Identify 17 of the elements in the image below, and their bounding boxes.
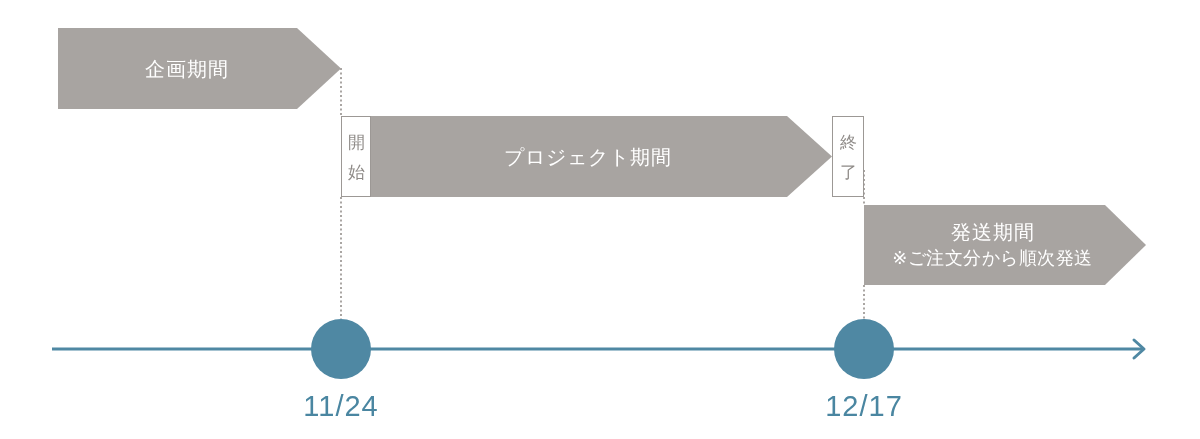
band-label: プロジェクト期間	[504, 143, 672, 170]
marker-tag	[832, 116, 864, 197]
milestone-dot	[834, 319, 894, 379]
milestone-dot	[311, 319, 371, 379]
arrow-band	[864, 205, 1146, 285]
arrow-band	[58, 28, 341, 109]
band-label: 企画期間	[144, 55, 229, 82]
dotted-guide-line	[863, 284, 865, 320]
marker-tag	[341, 116, 371, 197]
band-label: 発送期間	[950, 219, 1035, 245]
band-note: ※ご注文分から順次発送	[892, 246, 1093, 270]
date-label: 12/17	[824, 389, 904, 423]
marker-label: 終了	[839, 130, 857, 184]
marker-label: 開始	[347, 130, 365, 184]
date-label: 11/24	[302, 389, 380, 423]
dotted-guide-line	[340, 67, 342, 117]
arrow-band	[371, 116, 832, 197]
